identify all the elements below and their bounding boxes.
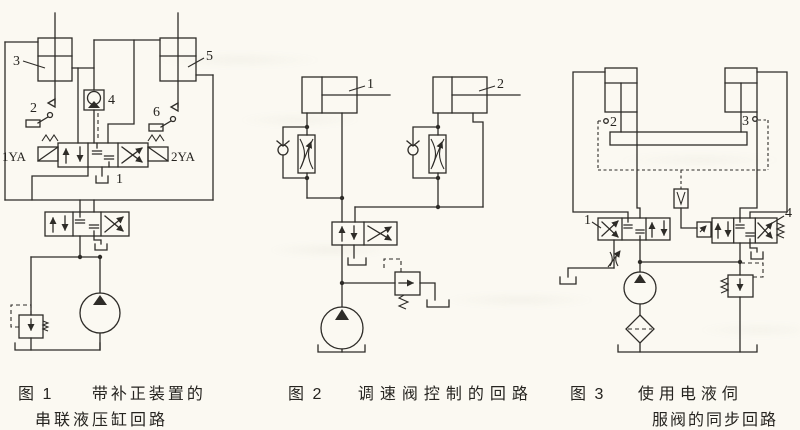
cylinder-left bbox=[37, 12, 73, 104]
cylinder-right bbox=[724, 67, 758, 133]
directional-valve-label: 1 bbox=[116, 172, 123, 187]
directional-valve-left bbox=[597, 217, 671, 241]
limit-switch-right-label: 6 bbox=[153, 105, 160, 120]
cylinder-right-label: 2 bbox=[497, 77, 504, 92]
cylinder-left bbox=[604, 67, 638, 133]
position-sensor-left bbox=[598, 118, 609, 124]
cylinder-left-label: 3 bbox=[13, 54, 20, 69]
tank-icon bbox=[749, 242, 764, 260]
check-valve bbox=[83, 89, 105, 111]
sensor-left-label: 2 bbox=[610, 115, 617, 130]
fig3-caption-line1: 图 3 使用电液伺 bbox=[570, 380, 743, 404]
cylinder-right-label: 5 bbox=[206, 49, 213, 64]
relief-valve bbox=[10, 304, 50, 339]
directional-valve-main bbox=[37, 134, 169, 184]
solenoid-left-icon bbox=[37, 134, 59, 162]
fig1-caption-line1: 图 1 带补正装置的 bbox=[18, 380, 206, 404]
feedback-lines bbox=[597, 120, 769, 189]
relief-valve bbox=[383, 258, 450, 310]
label-leader bbox=[478, 85, 496, 92]
fig1-title-part1: 带补正装置的 bbox=[91, 386, 206, 403]
tank-line bbox=[617, 344, 758, 353]
fig3-hydraulic-diagram: 2 3 1 bbox=[559, 67, 792, 353]
cylinder-right bbox=[159, 12, 197, 108]
label-leader bbox=[187, 57, 205, 68]
flow-control-valve-left bbox=[276, 134, 316, 174]
solenoid-right-label: 2YA bbox=[171, 149, 195, 164]
servo-valve bbox=[696, 217, 786, 260]
relief-valve bbox=[719, 262, 764, 298]
solenoid-right-icon bbox=[147, 134, 169, 162]
fig3-number: 图 3 bbox=[570, 386, 606, 403]
limit-switch-right bbox=[148, 101, 179, 132]
check-valve-icon bbox=[276, 140, 290, 156]
label-leader bbox=[768, 215, 785, 226]
pump bbox=[79, 292, 121, 334]
fig3-caption-line2: 服阀的同步回路 bbox=[652, 412, 779, 429]
sensor-right-label: 3 bbox=[742, 114, 749, 129]
check-valve-label: 4 bbox=[108, 93, 115, 108]
tank-line bbox=[317, 344, 366, 353]
throttle-valve bbox=[559, 239, 621, 285]
label-leader bbox=[22, 60, 46, 69]
pipework bbox=[572, 71, 788, 353]
fig2-number: 图 2 bbox=[288, 386, 324, 403]
directional-valve-label: 1 bbox=[584, 213, 591, 228]
tank-icon bbox=[426, 299, 450, 308]
servo-amplifier bbox=[673, 188, 698, 229]
pump bbox=[320, 306, 364, 353]
limit-switch-left-label: 2 bbox=[30, 101, 37, 116]
limit-switch-left bbox=[25, 97, 56, 128]
directional-valve bbox=[331, 221, 398, 266]
synchronized-beam bbox=[609, 131, 748, 146]
fig1-hydraulic-diagram: 3 5 2 6 4 bbox=[2, 12, 214, 351]
cylinder-right bbox=[432, 76, 521, 114]
flow-control-valve-right bbox=[406, 134, 447, 174]
label-leader bbox=[348, 85, 366, 92]
fig2-caption-line1: 图 2 调速阀控制的回路 bbox=[288, 380, 534, 404]
servo-valve-label: 4 bbox=[785, 206, 792, 221]
cylinder-left-label: 1 bbox=[367, 77, 374, 92]
pump bbox=[623, 271, 657, 305]
fig2-title-part1: 调速阀控制的回路 bbox=[357, 386, 534, 403]
tank-icon bbox=[347, 244, 367, 266]
check-valve-icon bbox=[406, 140, 420, 156]
cylinder-left bbox=[301, 76, 391, 114]
label-leader bbox=[591, 221, 602, 229]
fig2-hydraulic-diagram: 1 2 bbox=[276, 76, 521, 353]
position-sensor-right bbox=[752, 116, 766, 122]
solenoid-left-label: 1YA bbox=[2, 149, 26, 164]
pipework bbox=[282, 112, 484, 308]
fig1-caption-line2: 串联液压缸回路 bbox=[35, 412, 169, 429]
tank-icon bbox=[93, 235, 108, 251]
pipework bbox=[4, 39, 214, 351]
tank-line bbox=[14, 342, 101, 351]
directional-valve-lower bbox=[44, 211, 130, 251]
tank-icon bbox=[95, 166, 109, 184]
fig1-number: 图 1 bbox=[18, 386, 54, 403]
filter bbox=[625, 314, 655, 344]
fig3-title-part1: 使用电液伺 bbox=[637, 386, 743, 403]
